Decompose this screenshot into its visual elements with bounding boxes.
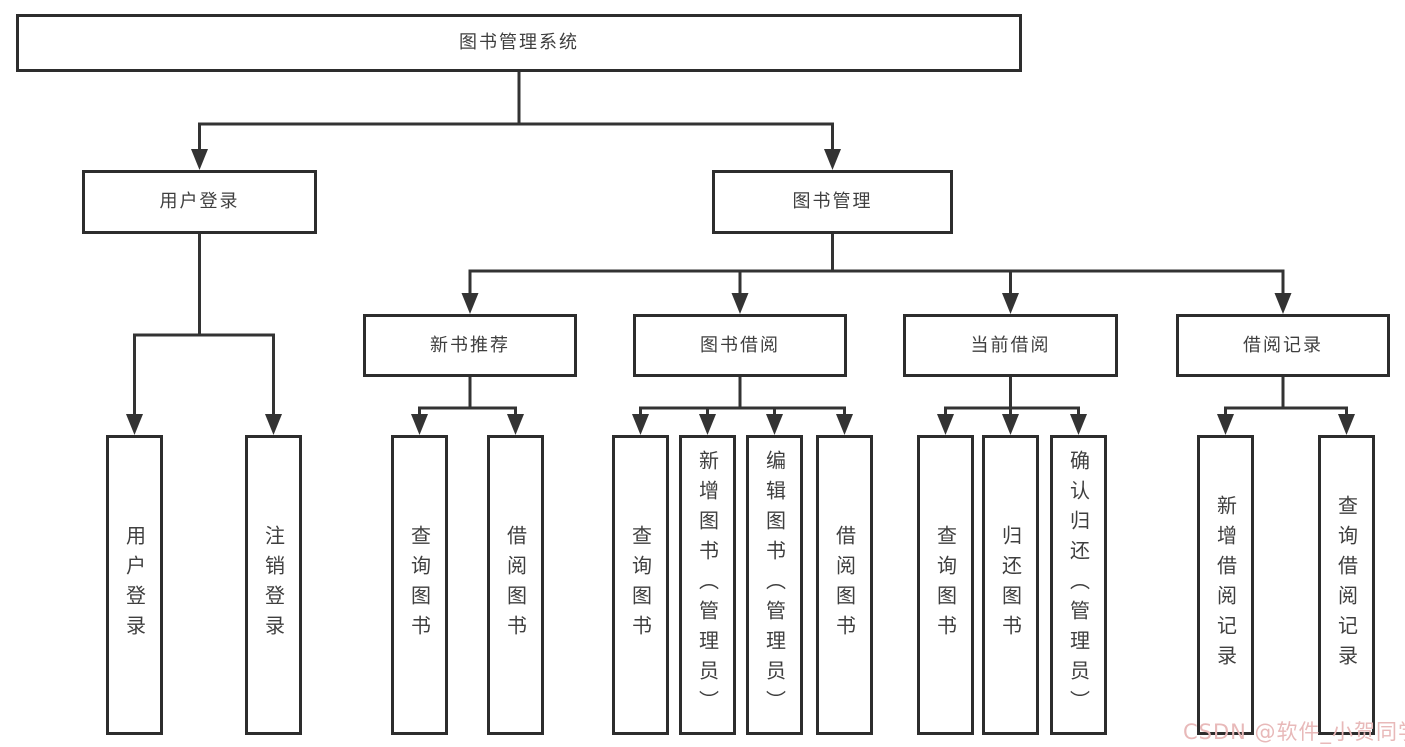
leaf-borrow-books: 借阅图书	[816, 435, 873, 735]
node-label: 图书管理	[792, 191, 873, 212]
node-label: 用户登录	[159, 191, 240, 212]
node-current-borrow: 当前借阅	[903, 314, 1118, 377]
leaf-label: 查询图书	[628, 525, 653, 645]
leaf-query-books-current: 查询图书	[917, 435, 974, 735]
leaf-label: 注销登录	[261, 525, 286, 645]
leaf-label: 查询图书	[933, 525, 958, 645]
node-book-borrow: 图书借阅	[633, 314, 847, 377]
leaf-query-books-recommend: 查询图书	[391, 435, 448, 735]
leaf-query-books-borrow: 查询图书	[612, 435, 669, 735]
leaf-query-borrow-record: 查询借阅记录	[1318, 435, 1375, 735]
leaf-label: 编辑图书（管理员）	[762, 450, 787, 720]
leaf-label: 新增借阅记录	[1213, 495, 1238, 675]
leaf-label: 借阅图书	[832, 525, 857, 645]
node-new-book-recommend: 新书推荐	[363, 314, 577, 377]
node-book-management: 图书管理	[712, 170, 953, 234]
node-root-system: 图书管理系统	[16, 14, 1022, 72]
leaf-label: 借阅图书	[503, 525, 528, 645]
leaf-user-login: 用户登录	[106, 435, 163, 735]
leaf-label: 确认归还（管理员）	[1066, 450, 1091, 720]
node-borrow-records: 借阅记录	[1176, 314, 1390, 377]
leaf-add-books-admin: 新增图书（管理员）	[679, 435, 736, 735]
leaf-label: 查询借阅记录	[1334, 495, 1359, 675]
node-label: 新书推荐	[430, 334, 510, 356]
leaf-logout: 注销登录	[245, 435, 302, 735]
node-label: 图书借阅	[700, 334, 780, 356]
leaf-return-books: 归还图书	[982, 435, 1039, 735]
csdn-watermark: CSDN @软件_小贺同学	[1183, 720, 1405, 744]
leaf-label: 新增图书（管理员）	[695, 450, 720, 720]
leaf-add-borrow-record: 新增借阅记录	[1197, 435, 1254, 735]
leaf-label: 归还图书	[998, 525, 1023, 645]
node-label: 图书管理系统	[459, 32, 579, 53]
node-label: 当前借阅	[970, 334, 1051, 356]
leaf-borrow-books-recommend: 借阅图书	[487, 435, 544, 735]
node-label: 借阅记录	[1243, 334, 1323, 356]
leaf-edit-books-admin: 编辑图书（管理员）	[746, 435, 803, 735]
leaf-label: 用户登录	[122, 525, 147, 645]
leaf-label: 查询图书	[407, 525, 432, 645]
node-user-login: 用户登录	[82, 170, 317, 234]
leaf-confirm-return-admin: 确认归还（管理员）	[1050, 435, 1107, 735]
